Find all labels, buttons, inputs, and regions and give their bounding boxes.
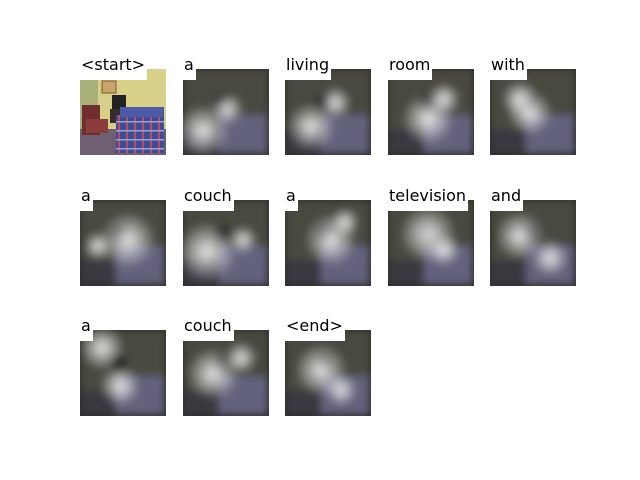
attention-map-image	[183, 69, 269, 155]
caption-word-label: a	[285, 185, 298, 211]
attention-map-image	[388, 200, 474, 286]
caption-step: <start>	[80, 54, 166, 155]
caption-word-label: with	[490, 54, 527, 80]
caption-step: a	[80, 315, 166, 416]
caption-word-label: living	[285, 54, 332, 80]
caption-step: a	[80, 185, 166, 286]
caption-word-label: couch	[183, 185, 234, 211]
caption-word-label: television	[388, 185, 469, 211]
caption-step: couch	[183, 315, 269, 416]
caption-word-label: couch	[183, 315, 234, 341]
attention-map-image	[490, 200, 576, 286]
attention-map-image	[490, 69, 576, 155]
attention-map-image	[80, 200, 166, 286]
caption-word-label: a	[183, 54, 196, 80]
attention-map-image	[285, 200, 371, 286]
caption-step: room	[388, 54, 474, 155]
caption-step: <end>	[285, 315, 371, 416]
caption-word-label: <end>	[285, 315, 345, 341]
caption-step: a	[183, 54, 269, 155]
attention-map-image	[285, 69, 371, 155]
attention-map-image	[388, 69, 474, 155]
attention-map-image	[183, 330, 269, 416]
caption-step: a	[285, 185, 371, 286]
attention-map-image	[183, 200, 269, 286]
caption-step: and	[490, 185, 576, 286]
caption-step: television	[388, 185, 474, 286]
attention-map-image	[80, 330, 166, 416]
attention-map-image	[285, 330, 371, 416]
caption-step: living	[285, 54, 371, 155]
caption-step: couch	[183, 185, 269, 286]
caption-word-label: a	[80, 185, 93, 211]
caption-word-label: <start>	[80, 54, 148, 80]
caption-word-label: and	[490, 185, 524, 211]
original-image	[80, 69, 166, 155]
caption-step: with	[490, 54, 576, 155]
caption-word-label: room	[388, 54, 433, 80]
caption-word-label: a	[80, 315, 93, 341]
